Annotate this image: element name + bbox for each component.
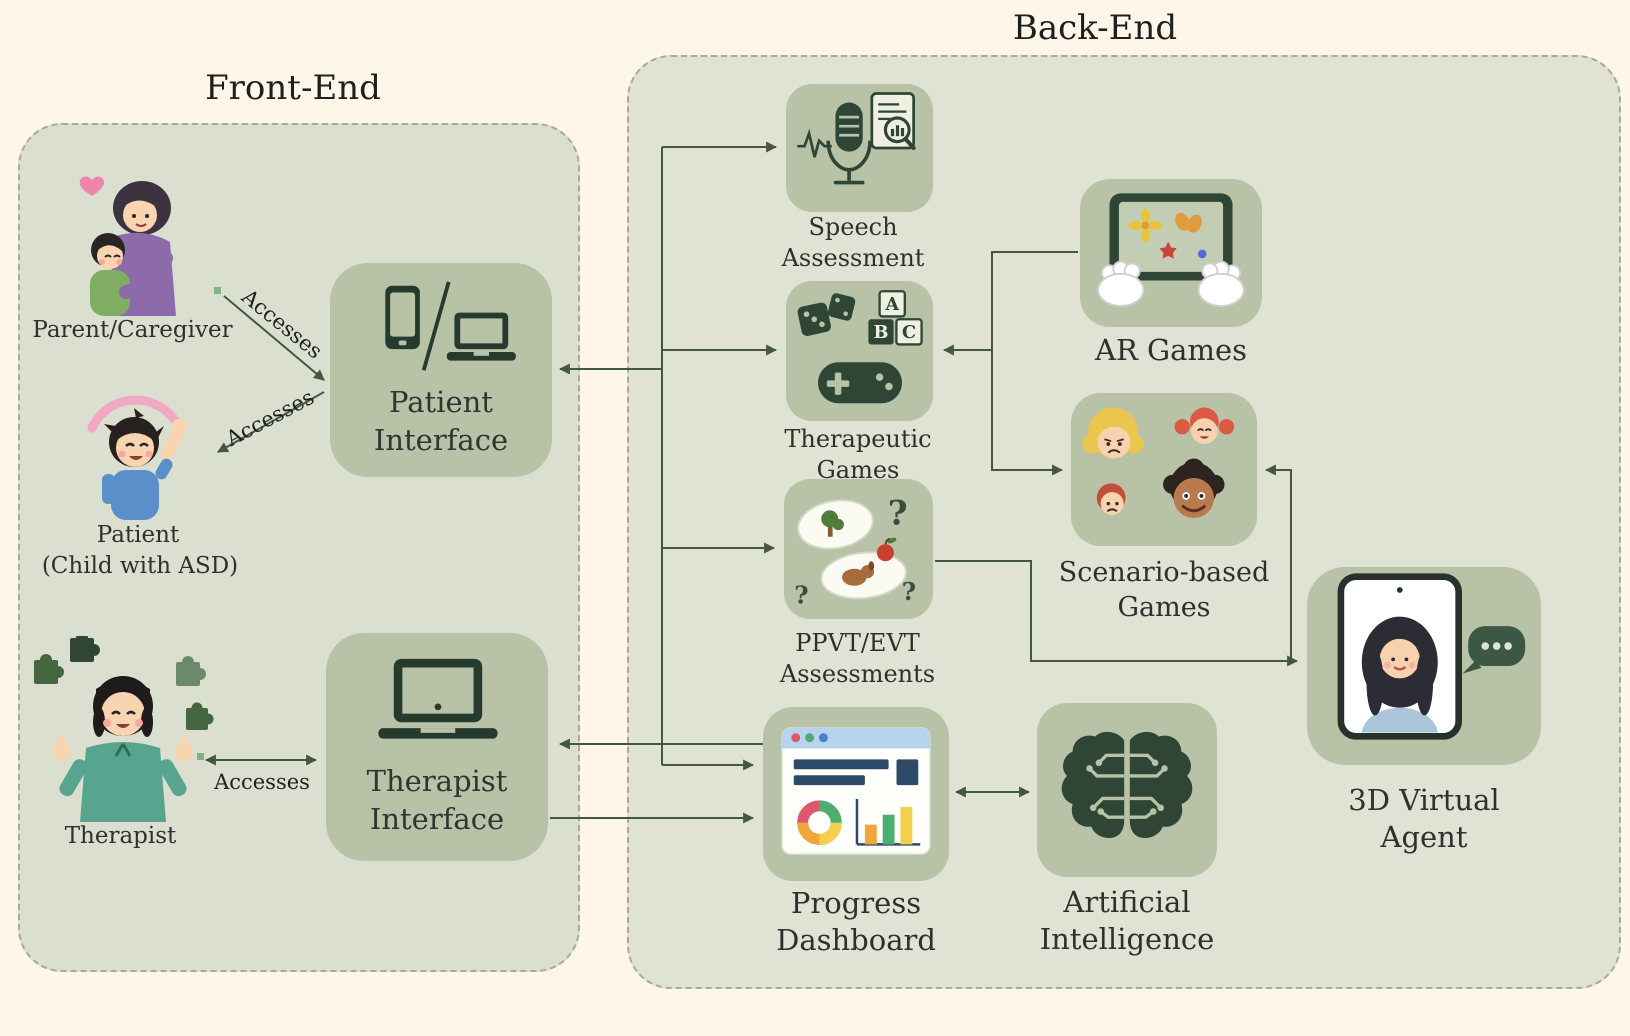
block-letter-a: A (884, 294, 899, 315)
puzzle-piece-icon (34, 654, 64, 684)
patient-illustration (78, 382, 198, 520)
ppvt-evt-icon: ? ? ? (794, 493, 916, 610)
scenario-games-node (1071, 393, 1257, 546)
question-mark-icon: ? (901, 577, 915, 606)
patient-interface-label: Patient Interface (373, 385, 509, 457)
ai-brain-icon (1061, 731, 1193, 838)
question-mark-icon: ? (794, 581, 808, 610)
therapeutic-games-icon: A B C (797, 290, 923, 404)
virtual-agent-label: 3D Virtual Agent (1348, 783, 1500, 855)
front-end-title: Front-End (205, 68, 381, 108)
puzzle-piece-icon (186, 702, 214, 730)
puzzle-piece-icon (70, 632, 100, 662)
laptop-icon (378, 659, 498, 739)
ar-games-icon (1097, 193, 1245, 307)
block-letter-c: C (901, 322, 915, 343)
therapist-label: Therapist (64, 823, 177, 849)
therapist-illustration (28, 632, 218, 822)
artificial-intelligence-label: Artificial Intelligence (1039, 885, 1215, 957)
ar-games-node (1080, 179, 1262, 327)
ppvt-evt-node: ? ? ? (784, 479, 933, 619)
phone-laptop-icon (385, 281, 516, 372)
therapeutic-games-label: Therapeutic Games (784, 425, 932, 484)
parent-caregiver-icon (79, 176, 176, 316)
therapist-icon (34, 632, 214, 822)
speech-assessment-icon (796, 92, 916, 185)
progress-dashboard-label: Progress Dashboard (776, 886, 936, 958)
ar-games-label: AR Games (1095, 333, 1247, 367)
puzzle-piece-icon (176, 656, 206, 686)
parent-caregiver-label: Parent/Caregiver (32, 317, 233, 343)
progress-dashboard-node (763, 707, 949, 881)
patient-interface-node: Patient Interface (330, 263, 552, 477)
virtual-agent-node (1307, 567, 1541, 765)
speech-assessment-node (786, 84, 933, 212)
virtual-agent-icon (1337, 573, 1526, 740)
therapeutic-games-node: A B C (786, 281, 933, 421)
speech-assessment-label: Speech Assessment (781, 213, 925, 272)
patient-icon (87, 395, 187, 520)
patient-sublabel: (Child with ASD) (41, 553, 239, 579)
parent-caregiver-illustration (72, 168, 192, 316)
progress-dashboard-icon (781, 727, 931, 856)
therapist-interface-node: Therapist Interface (326, 633, 548, 861)
question-mark-icon: ? (887, 493, 907, 533)
therapist-interface-label: Therapist Interface (366, 764, 508, 836)
back-end-title: Back-End (1012, 8, 1178, 48)
ppvt-evt-label: PPVT/EVT Assessments (779, 629, 936, 688)
accesses-label-therapist: Accesses (214, 770, 310, 794)
scenario-games-label: Scenario-based Games (1058, 557, 1270, 623)
block-letter-b: B (873, 322, 888, 343)
scenario-games-icon (1082, 407, 1235, 519)
artificial-intelligence-node (1037, 703, 1217, 877)
patient-label: Patient (96, 522, 180, 548)
